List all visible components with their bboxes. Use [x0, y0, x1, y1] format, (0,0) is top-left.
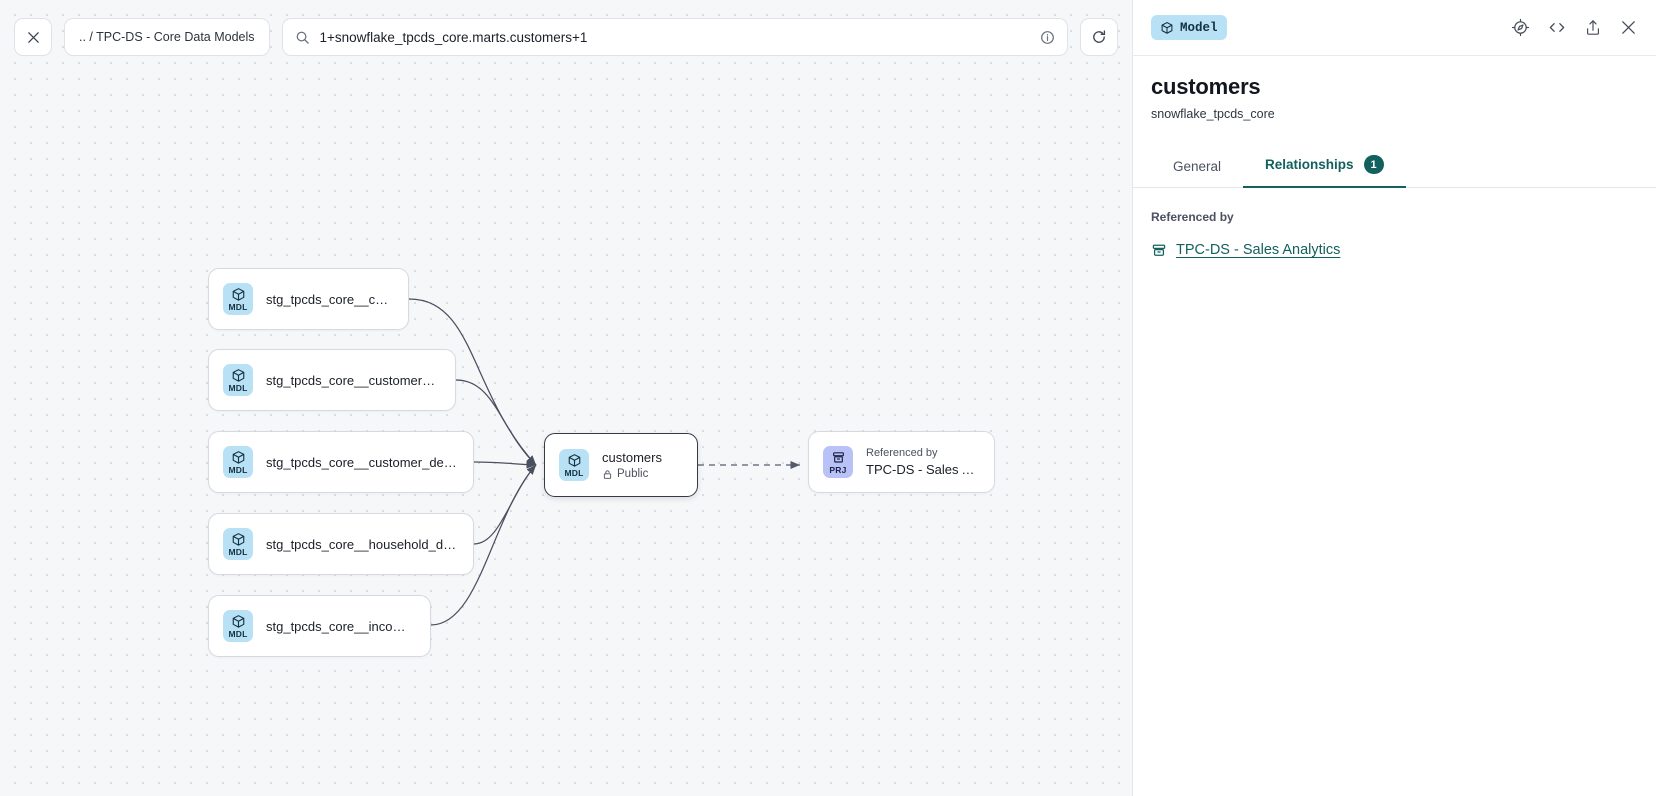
panel-header: Model — [1133, 0, 1656, 56]
node-visibility: Public — [602, 468, 662, 480]
node-title: TPC-DS - Sales Analytics — [866, 462, 980, 477]
node-title: stg_tpcds_core__income_band — [266, 618, 416, 634]
node-title: stg_tpcds_core__customer — [266, 291, 394, 307]
cube-icon — [232, 532, 244, 546]
badge-tag: MDL — [564, 467, 584, 478]
node-body: Referenced by TPC-DS - Sales Analytics — [866, 447, 980, 477]
model-badge: MDL — [223, 446, 253, 478]
referenced-by-label: Referenced by — [1151, 210, 1234, 224]
model-type-chip: Model — [1151, 15, 1227, 40]
referenced-by-link[interactable]: TPC-DS - Sales Analytics — [1176, 242, 1341, 258]
cube-icon — [568, 453, 580, 467]
node-body: stg_tpcds_core__customer_address — [266, 373, 441, 388]
node-body: stg_tpcds_core__household_demogr… — [266, 537, 459, 552]
cube-icon — [1161, 21, 1173, 34]
lock-icon — [603, 469, 612, 479]
badge-tag: MDL — [228, 546, 248, 557]
referenced-by-item[interactable]: TPC-DS - Sales Analytics — [1151, 242, 1638, 258]
visibility-label: Public — [617, 468, 649, 480]
close-icon[interactable] — [1619, 18, 1638, 37]
page-title: customers — [1151, 74, 1261, 99]
project-icon — [1152, 244, 1166, 256]
badge-tag: MDL — [228, 628, 248, 639]
refresh-icon — [1093, 30, 1106, 43]
lineage-canvas[interactable]: .. / TPC-DS - Core Data Models — [0, 0, 1132, 796]
model-badge: MDL — [223, 364, 253, 396]
tab-relationships[interactable]: Relationships 1 — [1243, 145, 1406, 188]
project-icon — [832, 451, 844, 463]
tab-general[interactable]: General — [1151, 149, 1243, 188]
model-badge: MDL — [559, 449, 589, 481]
tab-count-badge: 1 — [1363, 155, 1384, 174]
lineage-graph: MDL stg_tpcds_core__customer MDL stg_tpc… — [0, 74, 1132, 796]
node-body: stg_tpcds_core__customer — [266, 292, 394, 307]
node-kicker: Referenced by — [866, 447, 938, 459]
badge-tag: MDL — [228, 301, 248, 312]
graph-node-sales-analytics[interactable]: PRJ Referenced by TPC-DS - Sales Analyti… — [808, 431, 995, 493]
info-icon[interactable] — [1040, 30, 1055, 45]
explore-icon[interactable] — [1511, 18, 1530, 37]
badge-tag: MDL — [228, 382, 248, 393]
share-icon[interactable] — [1584, 18, 1602, 37]
model-badge: MDL — [223, 528, 253, 560]
panel-title-block: customers snowflake_tpcds_core — [1133, 56, 1656, 121]
refresh-button[interactable] — [1080, 18, 1118, 56]
graph-node-stg-customer-address[interactable]: MDL stg_tpcds_core__customer_address — [208, 349, 456, 411]
model-chip-label: Model — [1180, 20, 1218, 35]
cube-icon — [232, 614, 244, 628]
graph-node-stg-household-demographics[interactable]: MDL stg_tpcds_core__household_demogr… — [208, 513, 474, 575]
canvas-toolbar: .. / TPC-DS - Core Data Models — [0, 0, 1132, 74]
close-icon — [27, 31, 39, 43]
panel-subtitle: snowflake_tpcds_core — [1151, 107, 1275, 121]
model-badge: MDL — [223, 610, 253, 642]
badge-tag: MDL — [228, 464, 248, 475]
breadcrumb-button[interactable]: .. / TPC-DS - Core Data Models — [64, 18, 270, 56]
panel-header-actions — [1511, 18, 1638, 37]
search-input[interactable] — [319, 29, 1030, 45]
cube-icon — [232, 450, 244, 464]
panel-body: Referenced by TPC-DS - Sales Analytics — [1133, 188, 1656, 796]
graph-node-stg-customer-demographics[interactable]: MDL stg_tpcds_core__customer_demogra… — [208, 431, 474, 493]
search-bar[interactable] — [281, 18, 1068, 56]
panel-tabs: General Relationships 1 — [1133, 145, 1656, 188]
node-title: stg_tpcds_core__household_demogr… — [266, 536, 459, 552]
close-lineage-button[interactable] — [14, 18, 52, 56]
node-title: stg_tpcds_core__customer_address — [266, 372, 441, 388]
search-icon — [296, 31, 309, 44]
graph-node-stg-income-band[interactable]: MDL stg_tpcds_core__income_band — [208, 595, 431, 657]
model-badge: MDL — [223, 283, 253, 315]
cube-icon — [232, 287, 244, 301]
code-icon[interactable] — [1547, 18, 1567, 37]
project-badge: PRJ — [823, 446, 853, 478]
tab-label: General — [1173, 159, 1222, 174]
node-title: stg_tpcds_core__customer_demogra… — [266, 454, 459, 470]
node-body: stg_tpcds_core__income_band — [266, 619, 416, 634]
node-body: customers Public — [602, 450, 662, 480]
details-panel: Model custom — [1132, 0, 1656, 796]
badge-tag: PRJ — [829, 464, 847, 475]
node-body: stg_tpcds_core__customer_demogra… — [266, 455, 459, 470]
graph-node-customers[interactable]: MDL customers Public — [544, 433, 698, 497]
node-title: customers — [602, 450, 662, 465]
breadcrumb: .. / TPC-DS - Core Data Models — [79, 30, 255, 44]
tab-label: Relationships — [1265, 157, 1354, 172]
cube-icon — [232, 368, 244, 382]
graph-node-stg-customer[interactable]: MDL stg_tpcds_core__customer — [208, 268, 409, 330]
